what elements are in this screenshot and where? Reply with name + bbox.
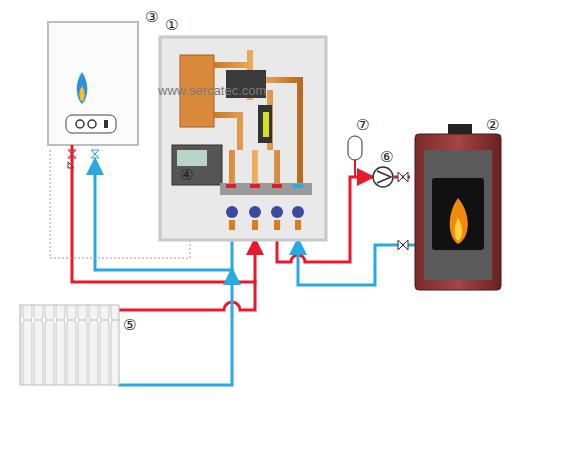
callout-number: ③ xyxy=(145,10,158,25)
radiator xyxy=(20,305,119,385)
hydraulic-cabinet xyxy=(160,37,326,240)
callout-number: ① xyxy=(165,18,178,33)
callout-number: ④ xyxy=(180,168,193,183)
callout-number: ⑦ xyxy=(356,118,369,133)
gas-boiler xyxy=(48,22,138,168)
watermark: www.sercatec.com xyxy=(158,84,266,97)
circulation-pump xyxy=(373,167,408,250)
callout-number: ② xyxy=(486,118,499,133)
callout-number: ⑤ xyxy=(123,318,136,333)
callout-number: ⑥ xyxy=(380,150,393,165)
expansion-tank xyxy=(348,136,362,160)
pellet-stove xyxy=(415,124,501,290)
